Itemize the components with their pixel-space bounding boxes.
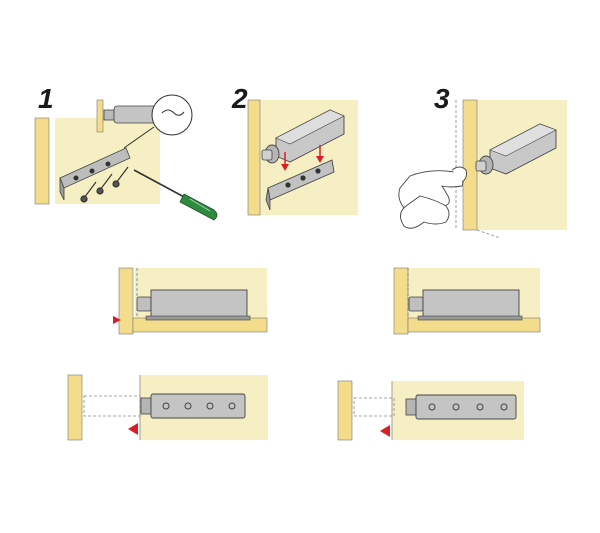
side-view-left <box>113 267 268 335</box>
step-3-panel: 3 <box>398 83 567 239</box>
hand-icon <box>398 166 467 229</box>
step-2-cabinet-side <box>247 99 261 216</box>
magnify-circle <box>151 94 193 136</box>
step-1-inset-panel <box>96 99 104 133</box>
push-latch-icon <box>261 109 345 164</box>
side-view-right-latch-icon <box>408 289 523 321</box>
top-view-left-latch-icon <box>140 393 246 419</box>
step-3-latch-icon <box>475 123 557 175</box>
side-view-right-cabinet-side <box>393 267 409 335</box>
top-view-right-door <box>337 380 353 441</box>
step-2-bracket-icon <box>265 159 335 211</box>
top-view-left <box>67 374 268 441</box>
side-view-left-cabinet-side <box>118 267 134 335</box>
side-view-right <box>393 267 541 335</box>
top-view-right <box>337 380 524 441</box>
step-2-number: 2 <box>231 83 248 114</box>
side-view-left-latch-icon <box>136 289 251 321</box>
red-triangle-marker-icon <box>113 316 121 324</box>
top-view-right-extended-plunger <box>353 397 395 417</box>
red-triangle-marker-icon <box>380 425 390 437</box>
top-view-left-door <box>67 374 83 441</box>
screwdriver-icon <box>133 169 218 221</box>
step-3-cabinet-side <box>462 99 478 231</box>
top-view-right-latch-icon <box>405 394 517 420</box>
step-2-panel: 2 <box>231 83 358 216</box>
red-triangle-marker-icon <box>128 423 138 435</box>
step-1-panel: 1 <box>34 83 218 221</box>
step-1-number: 1 <box>38 83 54 114</box>
step-1-cabinet-side <box>34 117 50 205</box>
screw-icon <box>80 166 129 203</box>
red-arrow-icon <box>281 145 324 171</box>
magnify-pointer-line <box>123 126 155 149</box>
step-3-number: 3 <box>434 83 450 114</box>
top-view-left-extended-plunger <box>83 395 141 417</box>
mounting-bracket-icon <box>59 147 131 201</box>
